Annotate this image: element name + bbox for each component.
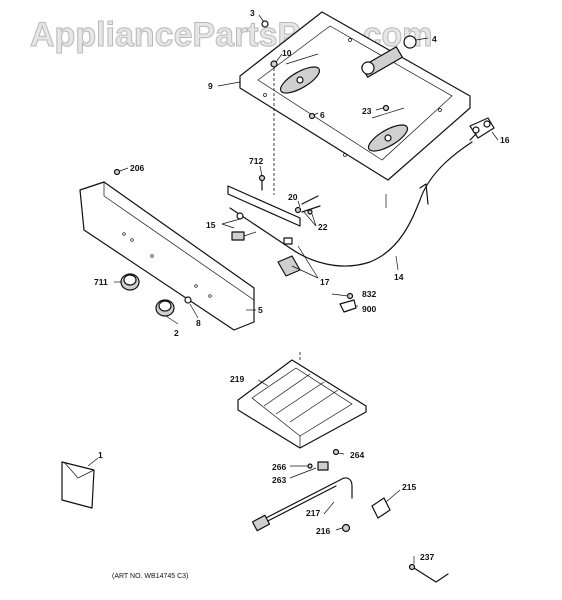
callout-9: 9 (208, 81, 213, 91)
callout-14: 14 (394, 272, 404, 282)
callout-17: 17 (320, 277, 330, 287)
rod-icon (413, 567, 449, 583)
callout-711: 711 (94, 277, 108, 287)
callout-217: 217 (306, 508, 320, 518)
callout-10: 10 (282, 48, 292, 58)
screw-icon (113, 168, 121, 176)
watermark-text: AppliancePartsPros.com (30, 16, 432, 54)
callout-8: 8 (196, 318, 201, 328)
nut-icon (341, 523, 351, 533)
callout-263: 263 (272, 475, 286, 485)
screw-icon (332, 448, 340, 456)
regulator-icon (277, 237, 301, 277)
callout-6: 6 (320, 110, 325, 120)
callout-20: 20 (288, 192, 298, 202)
callout-5: 5 (258, 305, 263, 315)
callout-labels: 3 4 9 10 6 23 16 712 206 20 22 15 14 17 … (94, 8, 510, 562)
control-panel (79, 181, 255, 331)
burner-box (239, 11, 471, 181)
callout-266: 266 (272, 462, 286, 472)
callout-264: 264 (350, 450, 364, 460)
oven-burner-tube (261, 477, 353, 521)
screw-icon (307, 463, 313, 469)
callout-16: 16 (500, 135, 510, 145)
screw-icon (308, 112, 316, 120)
screw-icon (382, 104, 390, 112)
callout-900: 900 (362, 304, 376, 314)
callout-237: 237 (420, 552, 434, 562)
clip-icon (339, 292, 357, 313)
manifold-bracket (227, 185, 301, 227)
callout-712: 712 (249, 156, 263, 166)
callout-22: 22 (318, 222, 328, 232)
callout-3: 3 (250, 8, 255, 18)
callout-1: 1 (98, 450, 103, 460)
screw-icon (261, 20, 269, 28)
nut-icon (270, 60, 278, 68)
igniter-icon (317, 461, 329, 471)
spring-clip-icon (184, 296, 192, 304)
manifold-tube (229, 141, 473, 267)
callout-206: 206 (130, 163, 144, 173)
callout-832: 832 (362, 289, 376, 299)
burner-bracket (371, 497, 391, 519)
art-number: (ART NO. WB14745 C3) (112, 573, 188, 580)
literature-icon (61, 461, 95, 509)
callout-23: 23 (362, 106, 372, 116)
bracket (469, 117, 495, 139)
burner-baffle (237, 359, 367, 449)
callout-215: 215 (402, 482, 416, 492)
knob-icon (155, 299, 175, 317)
callout-219: 219 (230, 374, 244, 384)
callout-216: 216 (316, 526, 330, 536)
knob-icon (120, 273, 140, 291)
callout-15: 15 (206, 220, 216, 230)
callout-4: 4 (432, 34, 437, 44)
leader-lines (87, 14, 499, 564)
callout-2: 2 (174, 328, 179, 338)
